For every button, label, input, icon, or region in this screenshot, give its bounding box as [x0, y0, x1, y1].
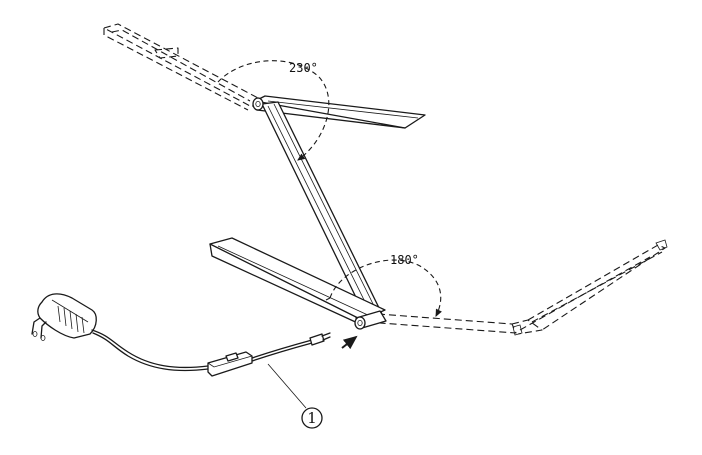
dc-plug: [309, 332, 331, 346]
lamp-base: [209, 237, 386, 326]
base-unfolded-dashed: [377, 239, 668, 336]
power-adapter: [31, 293, 97, 341]
callout-number: 1: [307, 409, 317, 427]
top-arm-folded-dashed: [103, 23, 259, 111]
angle-label-230: 230°: [289, 61, 318, 75]
rotation-arc-bottom: [325, 259, 442, 317]
inline-switch: [207, 351, 253, 377]
callout-1: 1: [267, 363, 323, 429]
hinge-bottom: [354, 310, 387, 330]
angle-label-180: 180°: [390, 253, 419, 267]
insert-arrow: [341, 335, 358, 350]
power-cable: [91, 329, 313, 372]
rotation-arc-top: [217, 60, 330, 161]
hinge-top: [252, 97, 264, 111]
